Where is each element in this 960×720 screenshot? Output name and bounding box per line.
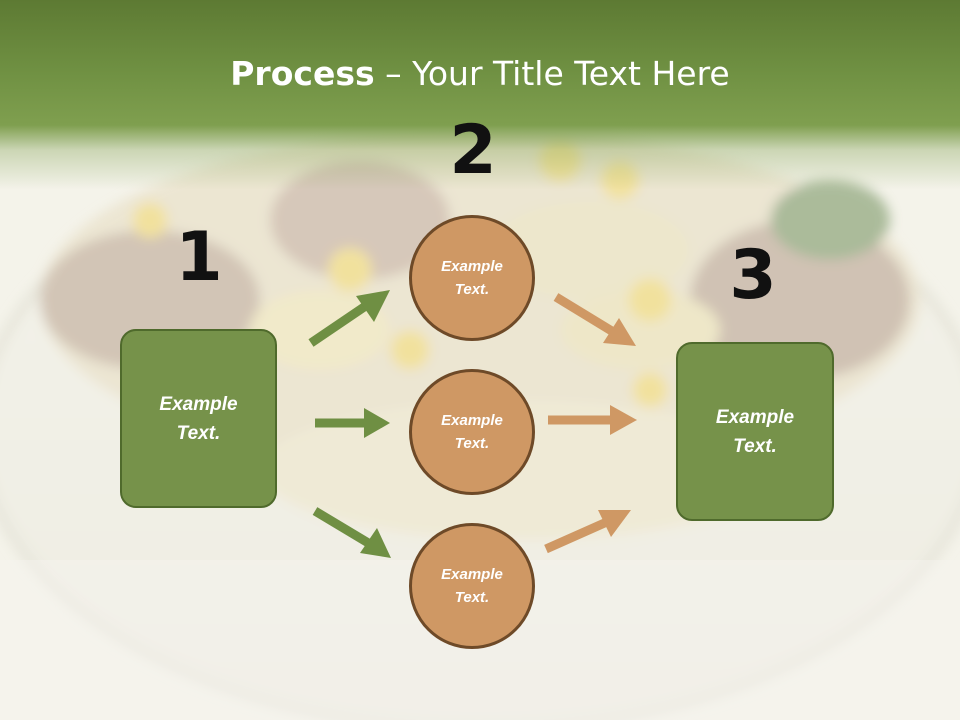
step-3-text: Example Text. <box>715 406 795 457</box>
circle-bottom-text: Example Text. <box>441 566 503 606</box>
circle-middle-text: Example Text. <box>441 412 503 452</box>
step-3-number: 3 <box>729 236 777 315</box>
slide-title[interactable]: Process – Your Title Text Here <box>0 52 960 96</box>
title-rest: – Your Title Text Here <box>374 54 730 93</box>
step-1-number: 1 <box>175 218 223 297</box>
title-banner <box>0 0 960 190</box>
step-2-number: 2 <box>449 111 497 190</box>
title-bold: Process <box>230 54 375 93</box>
step-2-circle-top[interactable]: Example Text. <box>409 215 535 341</box>
step-2-circle-middle[interactable]: Example Text. <box>409 369 535 495</box>
circle-top-text: Example Text. <box>441 258 503 298</box>
step-1-text: Example Text. <box>159 393 238 444</box>
step-3-box[interactable]: Example Text. <box>676 342 834 521</box>
step-2-circle-bottom[interactable]: Example Text. <box>409 523 535 649</box>
step-1-box[interactable]: Example Text. <box>120 329 277 508</box>
